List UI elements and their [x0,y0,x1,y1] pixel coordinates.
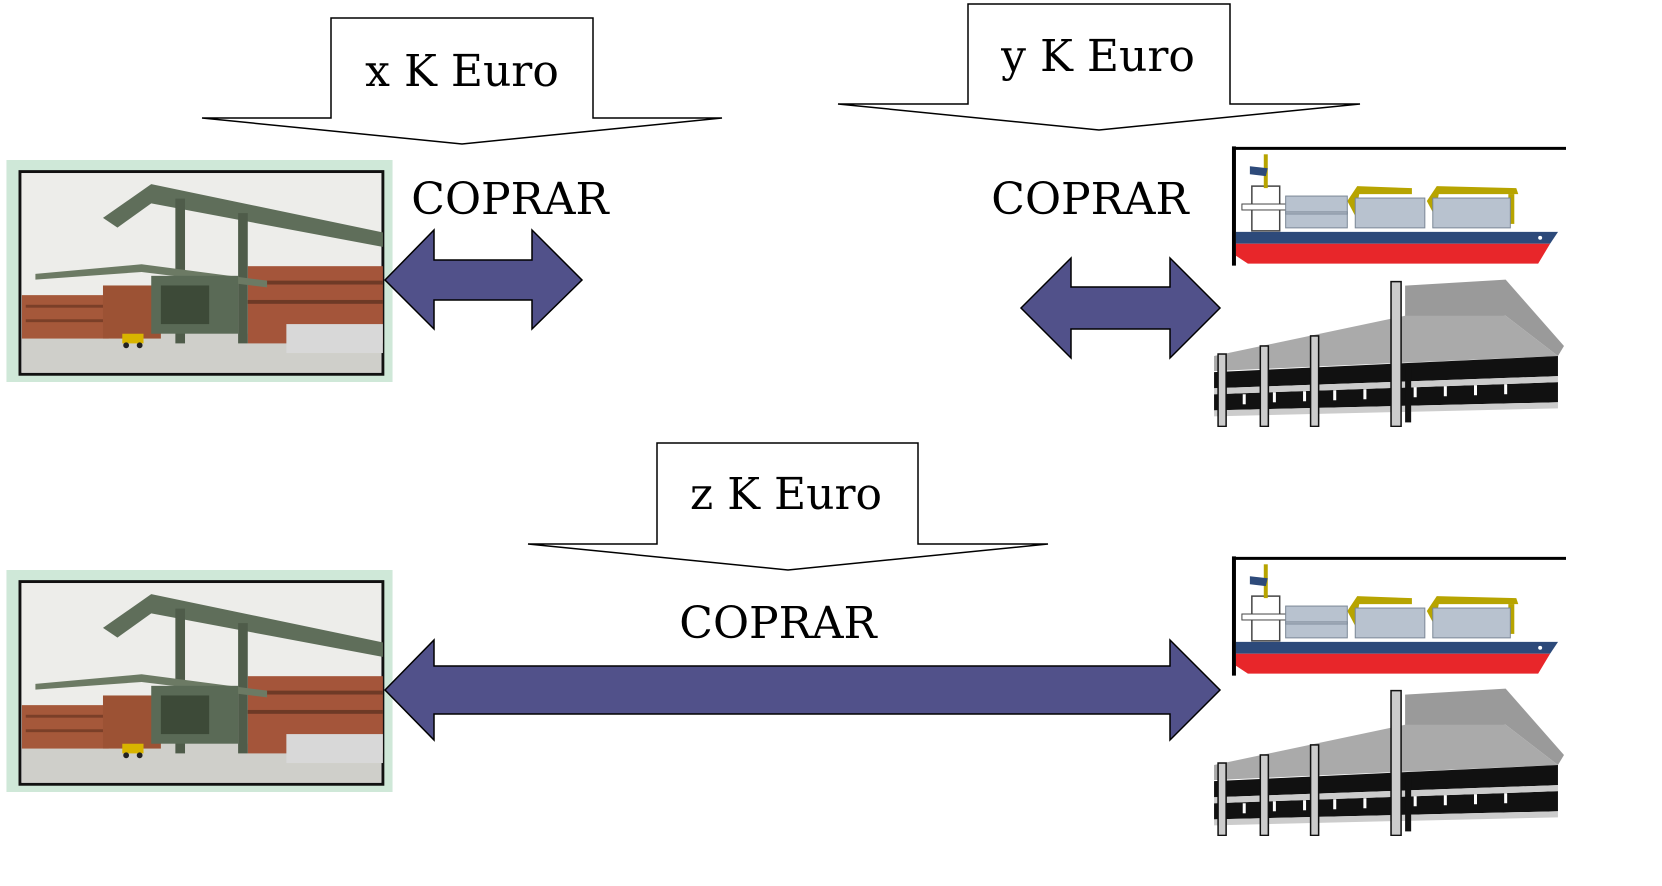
top-right-cost-label: y K Euro [1000,31,1195,82]
bottom-cost-label: z K Euro [690,469,882,520]
shipping-office-building-icon [1212,687,1566,836]
container-ship-icon [1228,556,1566,675]
container-ship-icon [1228,146,1566,265]
top-left-cost-label: x K Euro [365,46,559,97]
top-right-message-label: COPRAR [991,174,1190,225]
shipping-office-building-icon [1212,278,1566,427]
top-left-cost-arrow: x K Euro [201,17,723,145]
container-terminal-photo [4,570,395,792]
top-right-cost-arrow: y K Euro [837,3,1361,131]
top-left-message-label: COPRAR [411,174,610,225]
bottom-cost-arrow: z K Euro [527,442,1049,571]
bottom-message-label: COPRAR [679,598,878,649]
top-right-double-arrow [1019,256,1222,360]
container-terminal-photo [4,160,395,382]
bottom-double-arrow [383,638,1222,742]
top-left-double-arrow [383,228,584,331]
